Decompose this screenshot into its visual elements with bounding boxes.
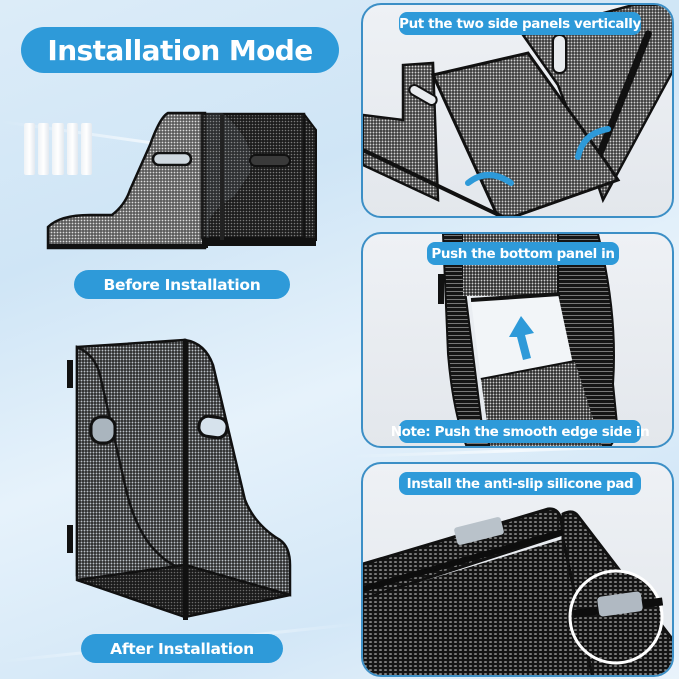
- after-installation-image: [65, 325, 315, 630]
- silicone-pad-icon: [454, 517, 504, 545]
- step-1-label: Put the two side panels vertically: [399, 12, 641, 35]
- step-2-note: Note: Push the smooth edge side in: [391, 420, 650, 443]
- silicone-pad-icon: [80, 123, 93, 175]
- step-2-label: Push the bottom panel in: [427, 242, 619, 265]
- before-installation-caption: Before Installation: [74, 270, 290, 299]
- side-panels-fold-image: [363, 5, 672, 216]
- before-installation-image: [20, 105, 320, 260]
- magnified-inset: [568, 569, 664, 665]
- step-3-label: Install the anti-slip silicone pad: [399, 472, 641, 495]
- curved-arrow-icon: [465, 172, 514, 186]
- step-3-panel: Install the anti-slip silicone pad: [361, 462, 674, 677]
- bottom-panel-push-image: [438, 234, 620, 446]
- silicone-pad-icon: [38, 123, 50, 175]
- silicone-pad-icon: [52, 123, 64, 175]
- page-title: Installation Mode: [21, 27, 339, 73]
- up-arrow-icon: [509, 316, 534, 360]
- curved-arrow-icon: [575, 126, 611, 160]
- assembled-file-holder-icon: [67, 338, 292, 620]
- step-1-panel: Put the two side panels vertically: [361, 3, 674, 218]
- silicone-pad-icon: [66, 123, 78, 175]
- step-2-panel: Push the bottom panel in Note: Push the …: [361, 232, 674, 448]
- silicone-pad-install-image: [363, 507, 672, 675]
- after-installation-caption: After Installation: [81, 634, 283, 663]
- silicone-pads: [24, 123, 93, 175]
- silicone-pad-icon: [24, 123, 36, 175]
- mesh-panels-flat-icon: [46, 111, 317, 250]
